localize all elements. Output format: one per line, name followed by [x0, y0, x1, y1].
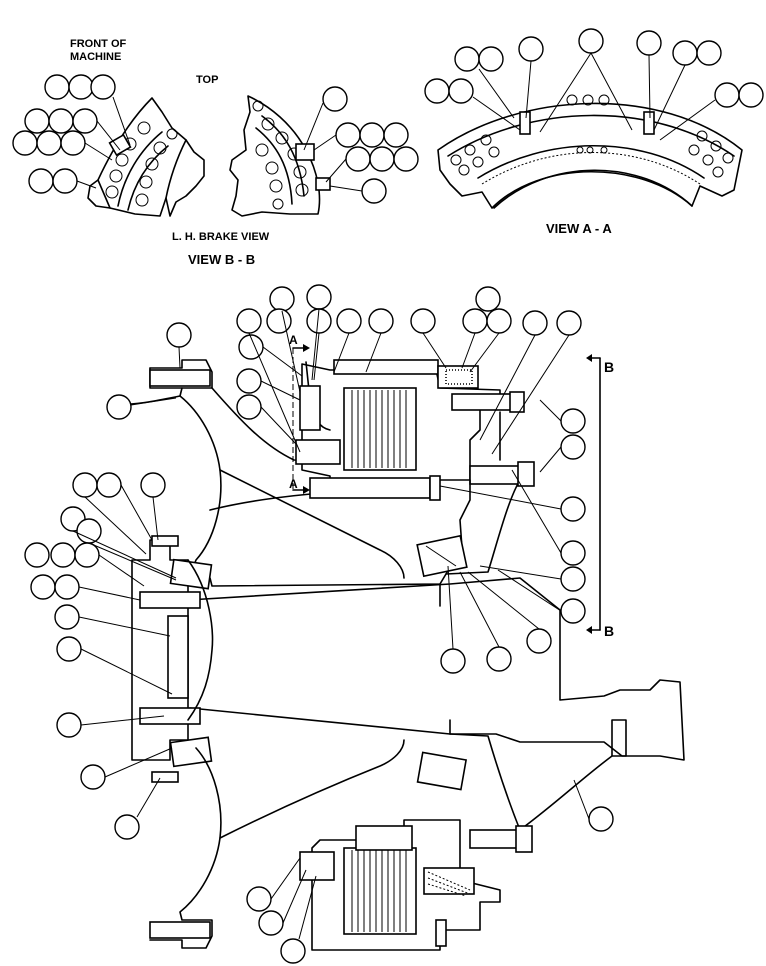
- hub-flange: [131, 535, 214, 783]
- view-a-a-callouts: [424, 28, 764, 141]
- view-b-b-left-segment: [87, 97, 205, 217]
- section-b-bottom-label: B: [604, 623, 614, 639]
- view-a-a-brake-arc: [437, 94, 743, 209]
- view-b-b-right-segment: [229, 95, 331, 217]
- section-a-top-label: A: [289, 333, 298, 347]
- upper-brake-pack: [295, 359, 535, 575]
- front-of-machine-label-line1: FRONT OF: [70, 38, 126, 50]
- view-b-b-callouts: [12, 74, 419, 204]
- top-label: TOP: [196, 74, 218, 86]
- front-of-machine-label-line2: MACHINE: [70, 51, 121, 63]
- section-line-b-b: [586, 354, 601, 634]
- section-a-bottom-label: A: [289, 477, 298, 491]
- section-line-a-a: [292, 344, 310, 494]
- upper-bearing: [416, 534, 468, 578]
- lh-brake-view-label: L. H. BRAKE VIEW: [172, 231, 270, 243]
- view-a-a-title: VIEW A - A: [546, 221, 612, 236]
- section-b-top-label: B: [604, 359, 614, 375]
- main-callouts: [24, 284, 614, 964]
- lower-housing: [149, 733, 613, 949]
- axle-shaft: [187, 577, 685, 761]
- lower-brake-pack: [299, 751, 533, 951]
- view-b-b-title: VIEW B - B: [188, 252, 255, 267]
